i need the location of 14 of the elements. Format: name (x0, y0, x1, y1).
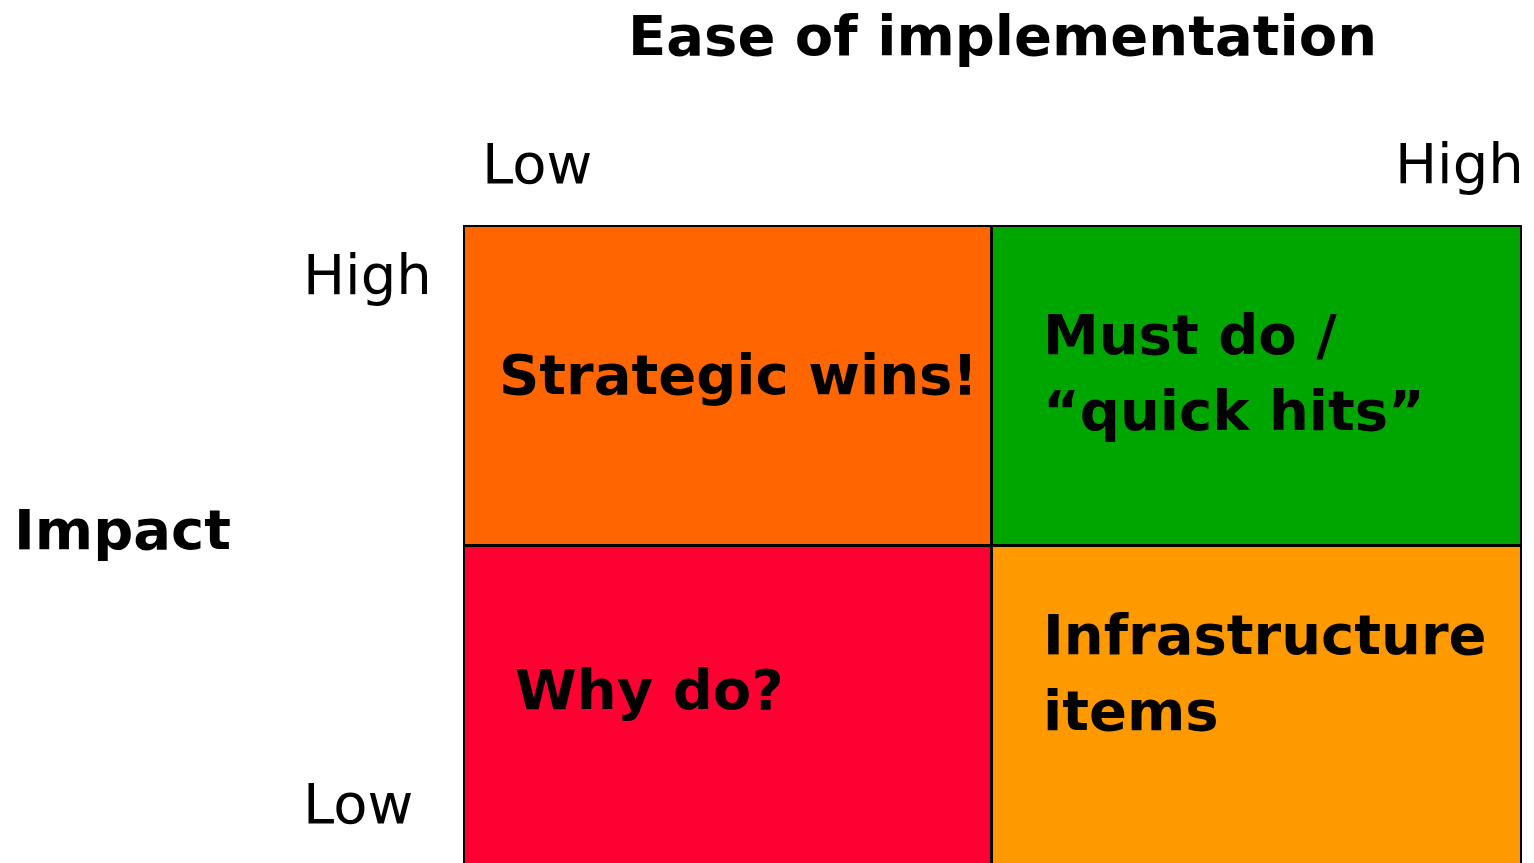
axis-title: Impact (14, 498, 232, 562)
quadrant-label: Infrastructure items (1043, 601, 1488, 745)
quadrant-label: Strategic wins! (499, 341, 979, 409)
quadrant-cell (463, 225, 992, 546)
axis-tick-label: Low (482, 132, 593, 196)
axis-tick-label: High (1395, 132, 1524, 196)
quadrant-cell (991, 225, 1522, 546)
quadrant-label: Why do? (515, 656, 785, 724)
quadrant-cell (463, 545, 992, 863)
axis-tick-label: Low (303, 772, 414, 836)
axis-title: Ease of implementation (628, 4, 1378, 68)
quadrant-label: Must do / “quick hits” (1043, 301, 1426, 445)
axis-tick-label: High (303, 243, 432, 307)
quadrant-cell (991, 545, 1522, 863)
